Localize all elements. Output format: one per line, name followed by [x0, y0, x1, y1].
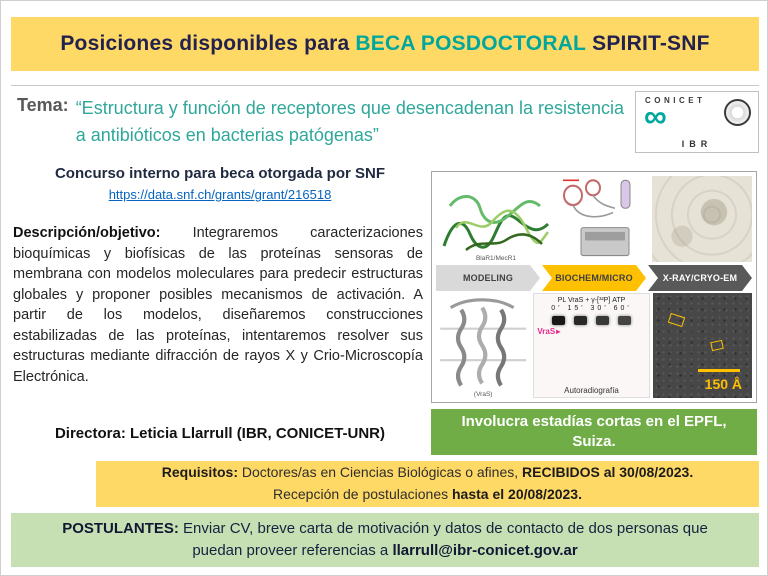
- arrow-xray-cryoem: X-RAY/CRYO-EM: [648, 265, 752, 291]
- em-scale-label: 150 Å: [704, 376, 743, 392]
- experiment-schematic-image: [559, 176, 649, 262]
- title-part3: SPIRIT-SNF: [592, 32, 710, 55]
- figure-top-row: BlaR1/MecR1: [436, 176, 752, 262]
- title-part2: BECA POSDOCTORAL: [355, 32, 587, 55]
- description-paragraph: Descripción/objetivo: Integraremos carac…: [13, 223, 423, 388]
- postulantes-text: Enviar CV, breve carta de motivación y d…: [183, 519, 708, 560]
- requisitos-banner: Requisitos: Doctores/as en Ciencias Biol…: [96, 461, 759, 507]
- requisitos-label: Requisitos:: [161, 464, 242, 481]
- epfl-banner: Involucra estadías cortas en el EPFL, Su…: [431, 409, 757, 455]
- em-scale-bar: [698, 369, 741, 372]
- requisitos-line1: Requisitos: Doctores/as en Ciencias Biol…: [162, 462, 693, 484]
- gel-lane-times: 0' 15' 30' 60': [551, 305, 632, 312]
- postulantes-text-block: POSTULANTES: Enviar CV, breve carta de m…: [45, 518, 725, 563]
- conicet-infinity-icon: ∞: [644, 98, 667, 134]
- title-banner: Posiciones disponibles para BECA POSDOCT…: [11, 17, 759, 71]
- postulantes-email: llarrull@ibr-conicet.gov.ar: [392, 542, 578, 559]
- protein-structure-gray-image: (VraS): [436, 293, 531, 398]
- protein-green-caption: BlaR1/MecR1: [436, 255, 556, 262]
- title-part1: Posiciones disponibles para: [60, 32, 350, 55]
- microscopy-image: [652, 176, 752, 262]
- science-figure-box: BlaR1/MecR1 MODELING BIOCHEM/MICRO X-: [431, 171, 757, 403]
- gel-bands: [534, 316, 648, 325]
- gel-title: PL VraS + γ-[³²P] ATP: [557, 297, 626, 304]
- arrow-biochem-micro: BIOCHEM/MICRO: [542, 265, 646, 291]
- requisitos-line2-deadline: hasta el 20/08/2023.: [452, 486, 582, 502]
- gel-band-label: VraS: [537, 327, 560, 336]
- requisitos-line2: Recepción de postulaciones hasta el 20/0…: [273, 484, 582, 506]
- workflow-arrows: MODELING BIOCHEM/MICRO X-RAY/CRYO-EM: [436, 265, 752, 291]
- tema-quote: “Estructura y función de receptores que …: [75, 98, 625, 145]
- requisitos-line2-text: Recepción de postulaciones: [272, 486, 452, 502]
- protein-gray-caption: (VraS): [436, 391, 531, 398]
- institution-logos-box: CONICET ∞ IBR: [635, 91, 759, 153]
- em-particle-box: [667, 312, 685, 328]
- protein-structure-green-image: BlaR1/MecR1: [436, 176, 556, 262]
- tema-section: Tema: “Estructura y función de receptore…: [17, 95, 629, 149]
- gel-caption: Autoradiografía: [564, 386, 619, 395]
- em-particle-box: [709, 339, 724, 352]
- unr-seal-icon: [724, 99, 751, 126]
- description-text: Integraremos caracterizaciones bioquímic…: [13, 225, 423, 386]
- concurso-heading: Concurso interno para beca otorgada por …: [54, 165, 386, 182]
- conicet-logo-text: CONICET: [645, 96, 706, 105]
- cryoem-micrograph-image: 150 Å: [652, 293, 753, 398]
- arrow-modeling: MODELING: [436, 265, 540, 291]
- header-divider: [11, 85, 759, 86]
- figure-bottom-row: (VraS) PL VraS + γ-[³²P] ATP 0' 15' 30' …: [436, 293, 753, 398]
- autoradiography-gel-image: PL VraS + γ-[³²P] ATP 0' 15' 30' 60' Vra…: [533, 293, 650, 398]
- tema-label: Tema:: [17, 95, 69, 115]
- description-label: Descripción/objetivo:: [13, 225, 161, 241]
- postulantes-banner: POSTULANTES: Enviar CV, breve carta de m…: [11, 513, 759, 567]
- directora-line: Directora: Leticia Llarrull (IBR, CONICE…: [54, 425, 386, 442]
- postulantes-label: POSTULANTES:: [62, 519, 184, 537]
- requisitos-line1-deadline: RECIBIDOS al 30/08/2023.: [522, 464, 694, 481]
- ibr-logo-text: IBR: [681, 139, 713, 149]
- requisitos-line1-text: Doctores/as en Ciencias Biológicas o afi…: [241, 464, 523, 481]
- grant-link[interactable]: https://data.snf.ch/grants/grant/216518: [108, 187, 332, 202]
